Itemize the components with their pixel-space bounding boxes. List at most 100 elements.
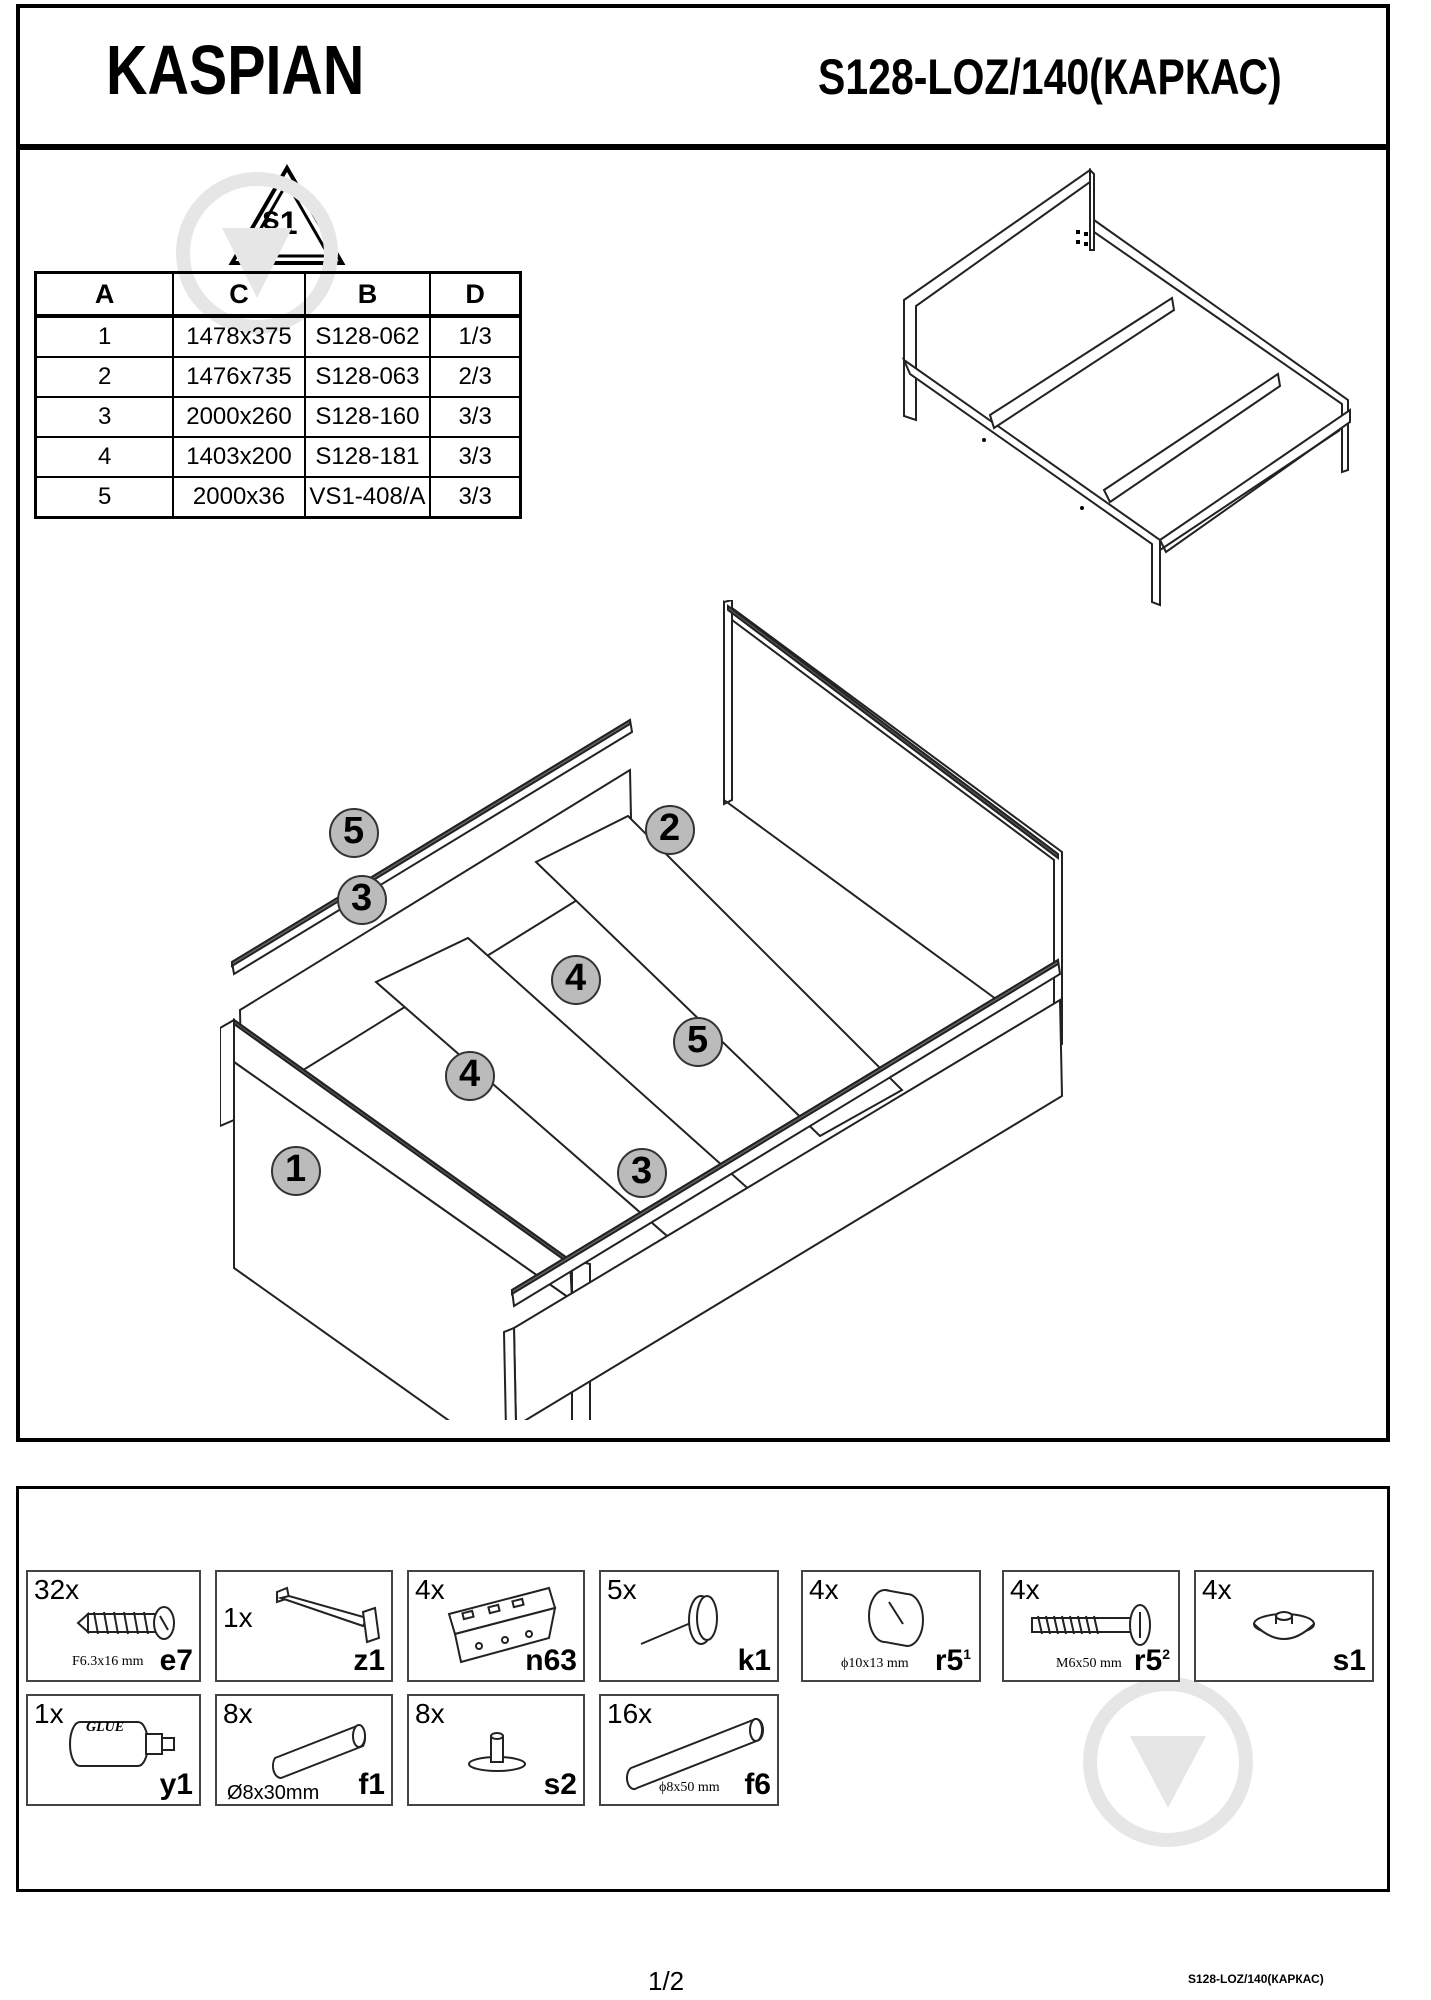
hardware-code: y1	[159, 1768, 193, 1801]
exploded-assembly-illustration	[220, 600, 1064, 1420]
hardware-code: s2	[543, 1768, 577, 1801]
hardware-frame	[16, 1486, 1390, 1892]
table-row: 1 1478x375 S128-062 1/3	[34, 314, 522, 358]
parts-table: A C B D 1 1478x375 S128-062 1/3 2 1476x7…	[34, 271, 522, 519]
hardware-dim: ϕ8x50 mm	[659, 1780, 720, 1795]
hardware-qty: 1x	[34, 1698, 64, 1729]
cap-icon	[1253, 1611, 1315, 1640]
angle-bracket-icon	[447, 1586, 557, 1664]
screw-icon	[76, 1606, 175, 1640]
page-number: 1/2	[648, 1966, 685, 1996]
brand-title: KASPIAN	[106, 31, 365, 109]
col-header-a: A	[34, 271, 175, 317]
hardware-item-f6: 16x ϕ8x50 mm f6	[599, 1694, 779, 1806]
hardware-qty: 4x	[1010, 1574, 1040, 1605]
hardware-qty: 8x	[415, 1698, 445, 1729]
hardware-code-sup: 1	[963, 1646, 971, 1662]
bolt-icon	[1031, 1604, 1151, 1646]
part-label-3-right: 3	[631, 1150, 653, 1192]
hardware-code: r51	[935, 1644, 971, 1678]
hardware-item-s2: 8x s2	[407, 1694, 585, 1806]
table-cell: 3	[34, 396, 175, 438]
hardware-code-text: r5	[934, 1644, 964, 1677]
part-label-4-right: 4	[565, 957, 587, 999]
table-cell: 2/3	[429, 356, 522, 398]
hardware-dim: F6.3x16 mm	[72, 1654, 144, 1669]
hardware-qty: 1x	[223, 1602, 253, 1633]
hardware-item-f1: 8x Ø8x30mm f1	[215, 1694, 393, 1806]
table-cell: S128-160	[303, 396, 432, 438]
model-title: S128-LOZ/140(КАРКАС)	[818, 49, 1282, 105]
col-header-b: B	[303, 271, 432, 317]
hardware-item-e7: 32x F6.3x16 mm e7	[26, 1570, 201, 1682]
hardware-qty: 8x	[223, 1698, 253, 1729]
table-cell: 3/3	[429, 396, 522, 438]
hardware-qty: 4x	[415, 1574, 445, 1605]
part-label-5-right: 5	[687, 1019, 709, 1061]
table-cell: 1403x200	[172, 436, 306, 478]
hardware-qty: 5x	[607, 1574, 637, 1605]
hardware-code: n63	[525, 1644, 577, 1677]
part-label-2: 2	[659, 807, 681, 849]
table-row: 3 2000x260 S128-160 3/3	[34, 396, 522, 438]
part-label-circles	[271, 805, 723, 1198]
long-dowel-icon	[625, 1717, 765, 1791]
hardware-dim: M6x50 mm	[1056, 1656, 1122, 1671]
hardware-item-s1: 4x s1	[1194, 1570, 1374, 1682]
table-cell: 5	[34, 476, 175, 519]
col-header-d: D	[429, 271, 522, 317]
hardware-item-k1: 5x k1	[599, 1570, 779, 1682]
diagram-frame	[16, 146, 1390, 1442]
hardware-code: e7	[159, 1644, 193, 1677]
table-row: 2 1476x735 S128-063 2/3	[34, 356, 522, 398]
hardware-qty: 16x	[607, 1698, 653, 1729]
hardware-item-z1: 1x z1	[215, 1570, 393, 1682]
hardware-code: z1	[353, 1644, 385, 1677]
table-cell: 1476x735	[172, 356, 306, 398]
assembled-bed-illustration	[901, 167, 1351, 607]
table-cell: 1	[34, 314, 175, 358]
table-row: 5 2000x36 VS1-408/A 3/3	[34, 476, 522, 519]
hardware-code: s1	[1332, 1644, 1366, 1677]
watermark-icon	[1083, 1677, 1253, 1847]
table-cell: 2000x36	[172, 476, 306, 519]
table-cell: 3/3	[429, 476, 522, 519]
part-label-4-left: 4	[459, 1053, 481, 1095]
col-header-c: C	[172, 271, 306, 317]
table-cell: 1478x375	[172, 314, 306, 358]
table-cell: 4	[34, 436, 175, 478]
hardware-item-n63: 4x n63	[407, 1570, 585, 1682]
hardware-dim: Ø8x30mm	[227, 1782, 320, 1804]
table-cell: S128-181	[303, 436, 432, 478]
hardware-qty: 32x	[34, 1574, 80, 1605]
table-cell: VS1-408/A	[303, 476, 432, 519]
hardware-qty: 4x	[1202, 1574, 1232, 1605]
part-label-1: 1	[285, 1148, 307, 1190]
table-cell: 2	[34, 356, 175, 398]
hardware-dim: ϕ10x13 mm	[841, 1656, 909, 1671]
glue-bottle-icon	[69, 1721, 175, 1767]
table-cell: 2000x260	[172, 396, 306, 438]
hardware-code: f1	[358, 1768, 385, 1801]
part-label-5-left: 5	[343, 810, 365, 852]
footer-model-code: S128-LOZ/140(КАРКАС)	[1188, 1972, 1324, 1986]
hardware-code-sup: 2	[1162, 1646, 1170, 1662]
dowel-icon	[271, 1724, 367, 1780]
hex-key-icon	[276, 1586, 381, 1644]
glue-label: GLUE	[86, 1720, 125, 1735]
table-cell: S128-062	[303, 314, 432, 358]
hardware-item-y1: 1x GLUE y1	[26, 1694, 201, 1806]
hardware-code: k1	[737, 1644, 771, 1677]
hardware-code-text: r5	[1133, 1644, 1163, 1677]
hardware-item-r5-2: 4x M6x50 mm r52	[1002, 1570, 1180, 1682]
pin-icon	[468, 1732, 526, 1772]
table-cell: 1/3	[429, 314, 522, 358]
table-cell: 3/3	[429, 436, 522, 478]
hardware-qty: 4x	[809, 1574, 839, 1605]
hardware-code: r52	[1134, 1644, 1170, 1678]
hardware-item-r5-1: 4x ϕ10x13 mm r51	[801, 1570, 981, 1682]
parts-table-header: A C B D	[34, 271, 522, 317]
cam-nut-icon	[868, 1589, 924, 1648]
hardware-code: f6	[744, 1768, 771, 1801]
table-cell: S128-063	[303, 356, 432, 398]
